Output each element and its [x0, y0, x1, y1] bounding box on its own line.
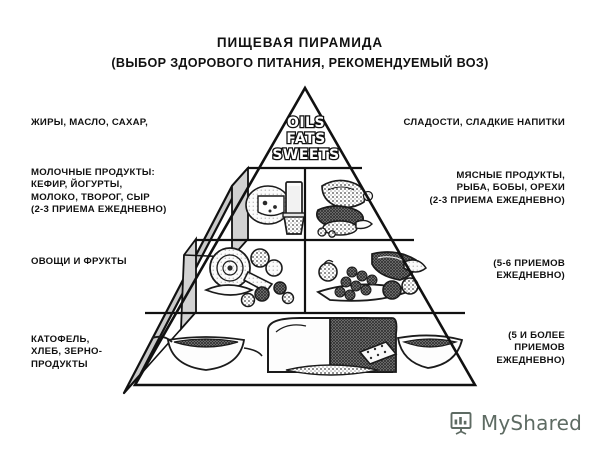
- label-grain-servings-frequency: (5 И БОЛЕЕ ПРИЕМОВ ЕЖЕДНЕВНО): [496, 330, 565, 366]
- dairy-art: [245, 181, 305, 235]
- presentation-chart-icon: [450, 412, 472, 435]
- label-fats-oils-sugar: ЖИРЫ, МАСЛО, САХАР,: [31, 117, 149, 128]
- apex-line-2: FATS: [286, 131, 325, 147]
- label-meat-fish-beans-nuts: МЯСНЫЕ ПРОДУКТЫ, РЫБА, БОБЫ, ОРЕХИ (2-3 …: [429, 170, 565, 206]
- watermark-text: MyShared: [480, 411, 582, 435]
- label-potato-bread-grain: КАТОФЕЛЬ, ХЛЕБ, ЗЕРНО- ПРОДУКТЫ: [31, 334, 103, 370]
- label-dairy-products: МОЛОЧНЫЕ ПРОДУКТЫ: КЕФИР, ЙОГУРТЫ, МОЛОК…: [31, 167, 167, 216]
- meat-fish-beans-nuts-art: [316, 179, 374, 238]
- label-vegetables-and-fruits: ОВОЩИ И ФРУКТЫ: [31, 256, 127, 267]
- pyramid-outline: [132, 85, 478, 387]
- pyramid-tier-dividers: [145, 166, 465, 315]
- apex-label: OILS FATS SWEETS: [271, 114, 340, 165]
- page-subtitle: (ВЫБОР ЗДОРОВОГО ПИТАНИЯ, РЕКОМЕНДУЕМЫЙ …: [111, 56, 489, 70]
- vegetables-art: [203, 247, 295, 308]
- fruits-art: [315, 251, 428, 302]
- apex-line-3: SWEETS: [272, 147, 339, 163]
- myshared-watermark: MyShared: [448, 410, 582, 436]
- header: ПИЩЕВАЯ ПИРАМИДА (ВЫБОР ЗДОРОВОГО ПИТАНИ…: [0, 34, 600, 72]
- grains-bread-cereal-art: [151, 317, 464, 376]
- apex-line-1: OILS: [287, 115, 325, 131]
- page-title: ПИЩЕВАЯ ПИРАМИДА: [216, 35, 384, 50]
- label-sweets-and-sugary-drinks: СЛАДОСТИ, СЛАДКИЕ НАПИТКИ: [403, 117, 565, 128]
- label-vegetable-servings-frequency: (5-6 ПРИЕМОВ ЕЖЕДНЕВНО): [493, 258, 565, 282]
